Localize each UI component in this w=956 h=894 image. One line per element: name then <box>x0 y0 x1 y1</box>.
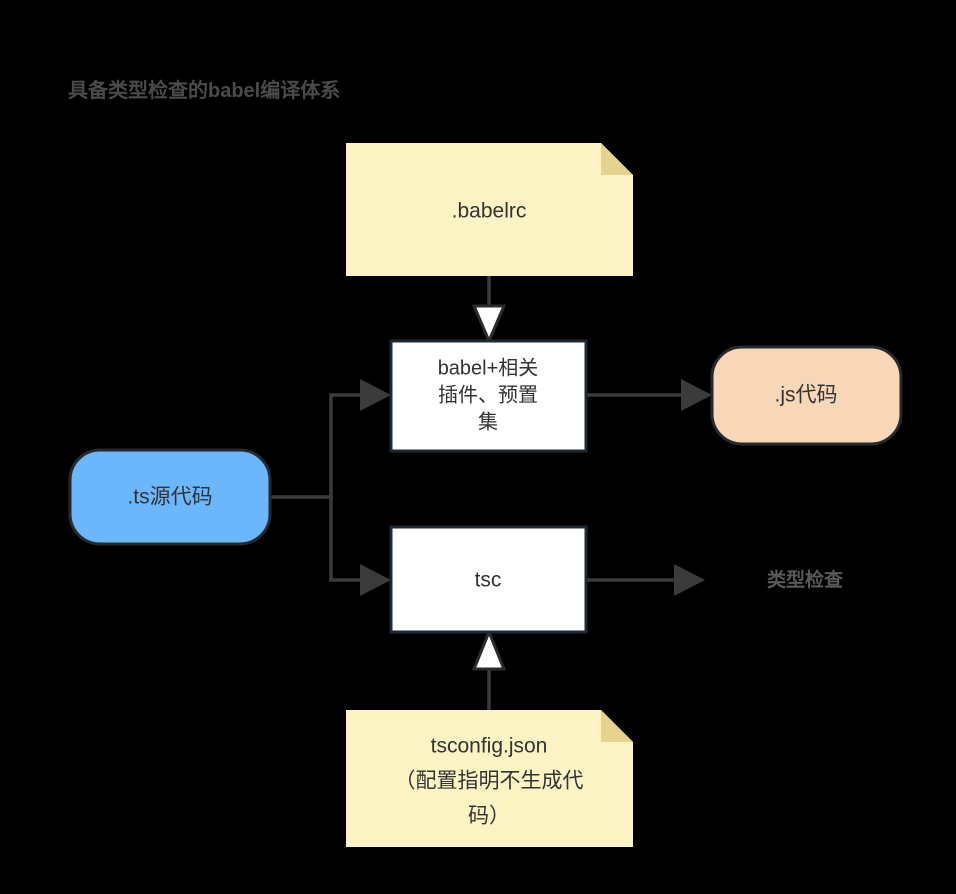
node-babel-process[interactable]: babel+相关 插件、预置 集 <box>389 339 588 453</box>
node-ts-source[interactable]: .ts源代码 <box>68 448 272 546</box>
tsc-process-box <box>389 525 588 634</box>
node-js-output[interactable]: .js代码 <box>710 345 903 446</box>
edge-babel-to-js <box>586 379 712 411</box>
babelrc-note-fold-icon <box>601 143 633 175</box>
ts-source-shape <box>68 448 272 546</box>
tsconfig-label-line2: （配置指明不生成代 <box>395 770 584 793</box>
babel-process-label-line1: babel+相关 <box>438 356 539 379</box>
tsconfig-label-line3: 码） <box>468 805 510 828</box>
babel-process-label-line3: 集 <box>478 410 498 433</box>
node-babelrc[interactable]: .babelrc <box>346 143 633 276</box>
tsconfig-label-line1: tsconfig.json <box>431 735 548 758</box>
edge-babelrc-to-babel <box>471 276 507 345</box>
node-tsconfig[interactable]: tsconfig.json （配置指明不生成代 码） <box>346 710 633 847</box>
babelrc-label: .babelrc <box>452 200 527 223</box>
babel-process-box <box>389 339 588 453</box>
edge-tsc-to-typecheck <box>586 564 705 596</box>
babelrc-note-body <box>346 143 633 276</box>
edge-tsconfig-to-tsc <box>471 628 507 710</box>
edge-ts-to-tsc <box>329 497 391 596</box>
js-output-shape <box>710 345 903 446</box>
edge-ts-to-babel <box>270 379 391 499</box>
tsconfig-note-body <box>346 710 633 847</box>
edge-layer <box>270 276 712 710</box>
node-tsc-process[interactable]: tsc <box>389 525 588 634</box>
babel-process-label-line2: 插件、预置 <box>438 383 538 406</box>
ts-source-label: .ts源代码 <box>127 486 212 509</box>
tsconfig-note-fold-icon <box>601 710 633 742</box>
page-title: 具备类型检查的babel编译体系 <box>68 78 340 102</box>
js-output-label: .js代码 <box>775 384 838 407</box>
tsc-process-label: tsc <box>475 569 502 592</box>
typecheck-label: 类型检查 <box>767 568 844 591</box>
node-typecheck-label: 类型检查 <box>767 568 844 591</box>
